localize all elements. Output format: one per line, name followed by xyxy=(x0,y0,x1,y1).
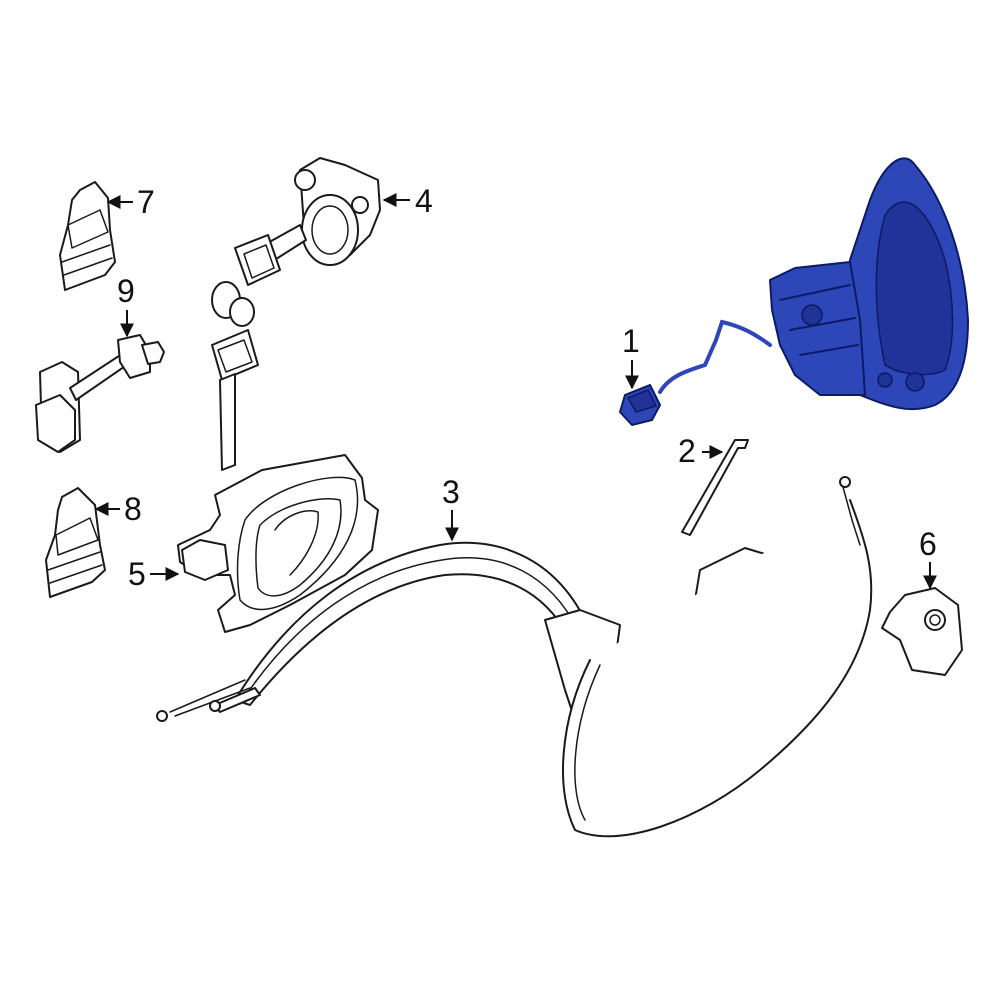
part-5-handle-housing xyxy=(177,454,379,633)
callout-8: 8 xyxy=(94,491,142,527)
callout-7-label: 7 xyxy=(137,184,155,220)
callout-2: 2 xyxy=(678,433,724,469)
part-1-outside-handle xyxy=(619,157,969,426)
callout-3-label: 3 xyxy=(442,474,460,510)
part-9-door-check xyxy=(35,334,165,453)
part-7-hinge-bracket xyxy=(59,181,116,291)
callout-7: 7 xyxy=(106,184,155,220)
part-2-control-rod xyxy=(681,439,749,536)
part-3-latch-and-cable xyxy=(156,476,873,838)
callout-5-label: 5 xyxy=(128,556,146,592)
callout-6-label: 6 xyxy=(919,526,937,562)
callout-2-label: 2 xyxy=(678,433,696,469)
part-4-lock-cylinder xyxy=(211,157,381,471)
callout-9-label: 9 xyxy=(117,273,135,309)
callout-1-label: 1 xyxy=(622,323,640,359)
callout-1: 1 xyxy=(622,323,640,390)
part-8-hinge-bracket xyxy=(45,487,106,598)
callout-5: 5 xyxy=(128,556,180,592)
callout-3: 3 xyxy=(442,474,460,542)
part-6-striker xyxy=(881,587,963,676)
callout-4-label: 4 xyxy=(415,183,433,219)
callout-6: 6 xyxy=(919,526,937,590)
callout-4: 4 xyxy=(382,183,433,219)
callout-8-label: 8 xyxy=(124,491,142,527)
callout-9: 9 xyxy=(117,273,135,338)
